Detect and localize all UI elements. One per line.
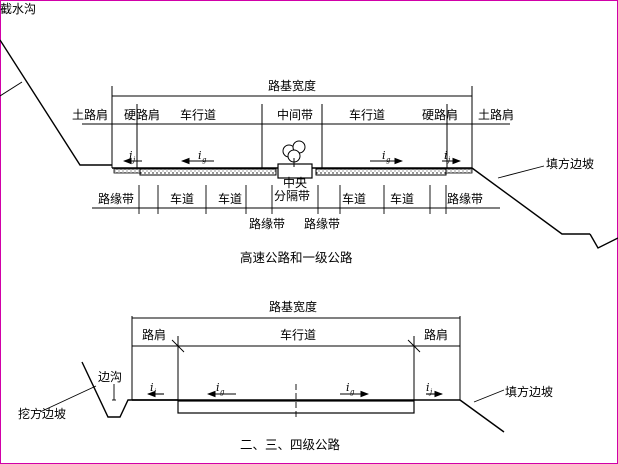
median-label: 中间带 [277,107,313,122]
slope-i-label: i [346,381,350,394]
lane-label-l2: 车道 [218,191,242,206]
fill-slope-label-bottom: 填方边坡 [505,384,553,399]
bottom-carriageway-label: 车行道 [280,327,316,342]
bottom-shoulder-left-label: 路肩 [142,327,166,342]
slope-g-subscript: g [386,156,391,164]
tree-icon [282,140,306,167]
ditch-pointer [0,81,23,97]
bottom-caption: 二、三、四级公路 [240,437,341,452]
cut-slope-label: 挖方边坡 [18,406,66,421]
lane-label-r1: 车道 [342,191,366,206]
curb-strip-label-mid-left: 路缘带 [249,216,285,231]
curb-strip-label-right: 路缘带 [447,191,483,206]
slope-g-subscript: g [220,388,225,396]
side-ditch [81,361,178,418]
slope-j-subscript: j [446,156,451,164]
slope-i-label: i [198,149,202,162]
top-cross-section [0,39,618,249]
ditch-label: 截水沟 [0,2,36,16]
soil-shoulder-right-label: 土路肩 [478,107,514,122]
fill-slope-label-top: 填方边坡 [546,156,594,171]
shoulder-right-strip [445,168,473,174]
slope-j-subscript: j [428,388,433,396]
roadbed-width-label: 路基宽度 [268,78,316,93]
shoulder-left-strip [113,168,141,174]
fill-slope-bottom [459,399,505,433]
bottom-shoulder-right-label: 路肩 [424,327,448,342]
slope-j-subscript: j [131,156,136,164]
bottom-roadbed-width-label: 路基宽度 [269,299,317,314]
right-terrain [589,233,618,249]
curb-strip-label-mid-right: 路缘带 [304,216,340,231]
hard-shoulder-left-label: 硬路肩 [124,107,160,122]
slope-i-label: i [382,149,386,162]
slope-g-subscript: g [350,388,355,396]
lane-label-r2: 车道 [390,191,414,206]
lane-label-l1: 车道 [170,191,194,206]
carriageway-right-label: 车行道 [349,107,385,122]
slope-i-label: i [216,381,220,394]
slope-g-subscript: g [202,156,207,164]
slope-i-label: i [129,149,133,162]
central-label-line2: 分隔带 [274,189,310,203]
pavement-right [315,168,447,176]
pavement-left [139,168,277,176]
side-ditch-label: 边沟 [98,370,122,384]
left-cut-slope [0,39,112,166]
median-box [277,163,313,179]
hard-shoulder-right-label: 硬路肩 [422,107,458,122]
curb-strip-label-left: 路缘带 [98,191,134,206]
central-label-line1: 中央 [283,175,307,190]
slope-i-label: i [150,381,154,394]
right-fill-slope [471,167,590,235]
top-caption: 高速公路和一级公路 [240,250,353,265]
slope-i-label: i [444,149,448,162]
soil-shoulder-left-label: 土路肩 [72,107,108,122]
slope-i-label: i [426,381,430,394]
carriageway-left-label: 车行道 [180,107,216,122]
slope-j-subscript: j [152,388,157,396]
